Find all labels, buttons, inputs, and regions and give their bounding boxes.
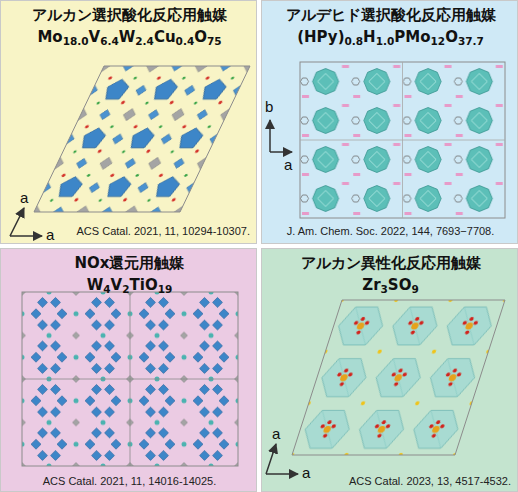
panel-title: アルカン選択酸化反応用触媒 xyxy=(32,6,227,24)
chemical-formula: Zr3SO9 xyxy=(362,276,418,294)
catalyst-panel: アルカン異性化反応用触媒 Zr3SO9ACS Catal. 2023, 13, 4… xyxy=(261,248,518,492)
citation: ACS Catal. 2021, 11, 14016-14025. xyxy=(43,475,216,488)
structure-bottom-left xyxy=(22,292,238,466)
chemical-formula: (HPy)0.8H1.0PMo12O37.7 xyxy=(297,28,484,46)
catalyst-panel: アルカン選択酸化反応用触媒 Mo18.0V6.4W2.4Cu0.4O75ACS C… xyxy=(0,0,257,244)
axis-label: a xyxy=(272,426,280,442)
citation: J. Am. Chem. Soc. 2022, 144, 7693−7708. xyxy=(287,225,495,238)
citation: ACS Catal. 2023, 13, 4517-4532. xyxy=(349,475,511,488)
axis-label: b xyxy=(265,99,273,115)
panel-title: アルデヒド選択酸化反応用触媒 xyxy=(286,6,496,24)
catalyst-panel: NOx還元用触媒 W4V2TiO19ACS Catal. 2021, 11, 14… xyxy=(0,248,257,492)
axis-label: a xyxy=(46,227,54,243)
chemical-formula: W4V2TiO19 xyxy=(87,276,173,294)
axis-label: a xyxy=(284,157,292,173)
chemical-formula: Mo18.0V6.4W2.4Cu0.4O75 xyxy=(37,28,221,46)
axis-label: a xyxy=(302,465,310,481)
panel-title: NOx還元用触媒 xyxy=(75,254,185,272)
panel-title: アルカン異性化反応用触媒 xyxy=(301,254,481,272)
citation: ACS Catal. 2021, 11, 10294-10307. xyxy=(77,225,250,238)
structure-top-right xyxy=(270,62,505,218)
catalyst-panel: アルデヒド選択酸化反応用触媒 (HPy)0.8H1.0PMo12O37.7 J. A… xyxy=(261,0,518,244)
axis-label: a xyxy=(20,190,28,206)
